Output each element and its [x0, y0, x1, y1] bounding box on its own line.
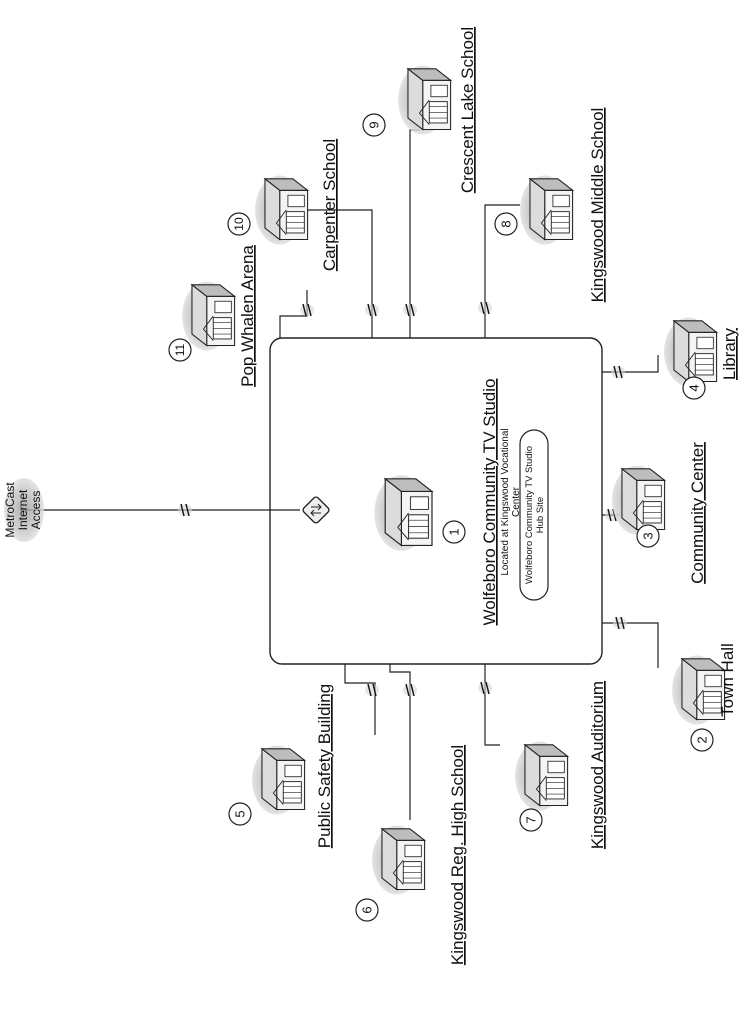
site-number-10: 10 [228, 213, 250, 235]
carpenter-building-icon [255, 176, 307, 245]
public-safety-building-icon [252, 746, 304, 815]
middle-school-building-icon [520, 176, 572, 245]
hub-building-icon [374, 475, 432, 551]
site-label-middle-school: Kingswood Middle School [588, 108, 607, 303]
site-label-crescent-lake: Crescent Lake School [458, 27, 477, 193]
svg-text:5: 5 [233, 810, 248, 817]
svg-text:1: 1 [447, 528, 462, 535]
site-label-high-school: Kingswood Reg. High School [448, 745, 467, 965]
site-number-7: 7 [520, 809, 542, 831]
site-label-town-hall: Town Hall [718, 643, 737, 717]
auditorium-building-icon [515, 742, 567, 811]
site-number-9: 9 [363, 114, 385, 136]
svg-text:7: 7 [524, 816, 539, 823]
svg-text:8: 8 [499, 220, 514, 227]
site-number-5: 5 [229, 803, 251, 825]
site-label-public-safety: Public Safety Building [315, 684, 334, 848]
svg-text:6: 6 [360, 906, 375, 913]
site-number-8: 8 [495, 213, 517, 235]
high-school-building-icon [372, 826, 424, 895]
town-hall-building-icon [672, 656, 724, 725]
hub-badge-line1: Wolfeboro Community TV Studio [524, 446, 535, 584]
internet-label-line2: Internet [16, 489, 30, 530]
site-label-library: Library [720, 328, 739, 380]
hub-number-badge: 1 [443, 521, 465, 543]
site-label-auditorium: Kingswood Auditorium [588, 681, 607, 849]
pop-whalen-building-icon [182, 282, 234, 351]
site-number-11: 11 [169, 339, 191, 361]
svg-text:11: 11 [173, 343, 187, 356]
internet-connector [178, 504, 192, 516]
hub-subtitle-line1: Located at Kingswood Vocational [500, 428, 511, 575]
site-number-6: 6 [356, 899, 378, 921]
hub-title: Wolfeboro Community TV Studio [480, 379, 499, 626]
svg-text:2: 2 [695, 736, 710, 743]
site-number-3: 3 [637, 525, 659, 547]
crescent-lake-building-icon [398, 66, 450, 135]
library-building-icon [664, 318, 716, 387]
svg-text:10: 10 [232, 217, 246, 231]
svg-text:4: 4 [687, 384, 702, 391]
hub-badge-line2: Hub Site [535, 497, 546, 533]
svg-text:3: 3 [641, 532, 656, 539]
site-number-2: 2 [691, 729, 713, 751]
community-center-building-icon [612, 466, 664, 535]
site-label-community-center: Community Center [688, 442, 707, 584]
internet-label-line1: MetroCast [3, 482, 17, 538]
svg-text:9: 9 [367, 121, 382, 128]
site-label-pop-whalen: Pop Whalen Arena [238, 245, 257, 387]
site-number-4: 4 [683, 377, 705, 399]
site-label-carpenter: Carpenter School [320, 139, 339, 271]
internet-label-line3: Access [29, 491, 43, 530]
